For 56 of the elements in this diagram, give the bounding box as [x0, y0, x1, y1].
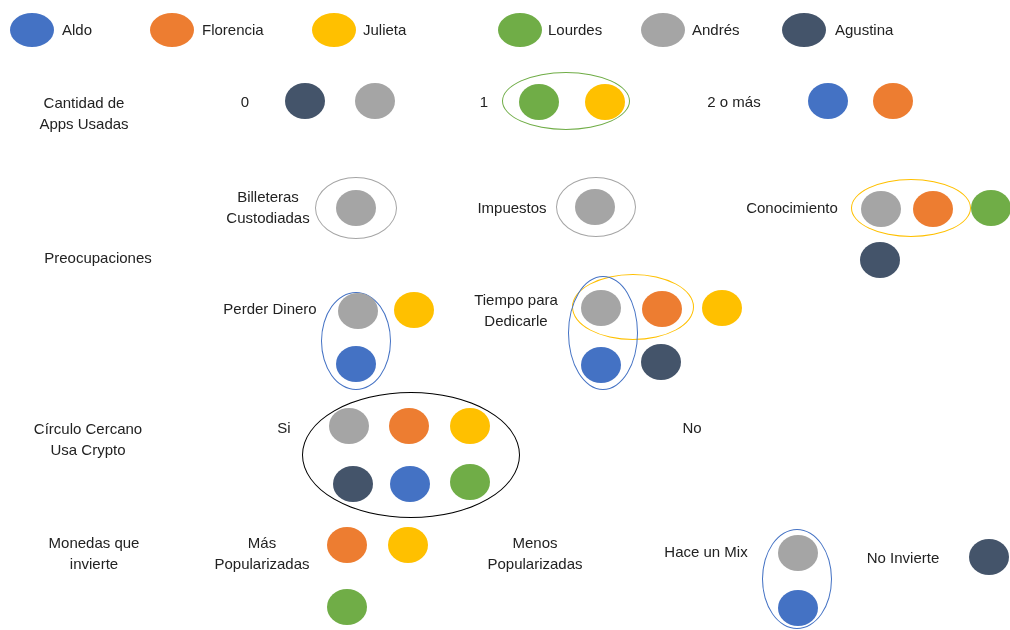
category-label: Perder Dinero	[222, 298, 318, 319]
person-dot	[971, 190, 1010, 226]
category-label: Tiempo para Dedicarle	[473, 290, 559, 331]
person-dot	[873, 83, 913, 119]
person-dot	[336, 346, 376, 382]
category-label: Billeteras Custodiadas	[225, 187, 311, 228]
category-label: Menos Popularizadas	[486, 533, 584, 574]
person-dot	[327, 527, 367, 563]
person-dot	[808, 83, 848, 119]
person-dot	[575, 189, 615, 225]
person-dot	[641, 344, 681, 380]
legend-label: Julieta	[363, 20, 407, 40]
person-dot	[778, 590, 818, 626]
category-label: Cantidad de Apps Usadas	[38, 93, 130, 134]
category-label: 0	[239, 91, 251, 112]
person-dot	[702, 290, 742, 326]
category-label: Si	[276, 417, 292, 438]
category-label: Conocimiento	[745, 197, 839, 218]
category-label: Preocupaciones	[43, 247, 153, 268]
category-label: Círculo Cercano Usa Crypto	[32, 419, 144, 460]
category-label: 2 o más	[706, 91, 762, 112]
person-dot	[585, 84, 625, 120]
person-dot	[581, 347, 621, 383]
category-label: Más Popularizadas	[213, 533, 311, 574]
legend-label: Agustina	[835, 20, 894, 40]
person-dot	[969, 539, 1009, 575]
category-label: Impuestos	[476, 197, 548, 218]
legend-label: Florencia	[202, 20, 264, 40]
category-label: No Invierte	[865, 547, 941, 568]
person-dot	[327, 589, 367, 625]
person-dot	[355, 83, 395, 119]
person-dot	[390, 466, 430, 502]
person-dot	[394, 292, 434, 328]
person-dot	[388, 527, 428, 563]
legend-label: Lourdes	[548, 20, 603, 40]
person-dot	[338, 293, 378, 329]
category-label: Hace un Mix	[663, 541, 749, 562]
person-dot	[333, 466, 373, 502]
person-dot	[336, 190, 376, 226]
person-dot	[329, 408, 369, 444]
person-dot	[581, 290, 621, 326]
category-label: Monedas que invierte	[47, 533, 141, 574]
person-dot	[285, 83, 325, 119]
category-label: 1	[478, 91, 490, 112]
person-dot	[642, 291, 682, 327]
person-dot	[778, 535, 818, 571]
person-dot	[450, 408, 490, 444]
person-dot	[519, 84, 559, 120]
legend-label: Aldo	[62, 20, 93, 40]
category-label: No	[681, 417, 703, 438]
legend-label: Andrés	[692, 20, 740, 40]
person-dot	[861, 191, 901, 227]
person-dot	[860, 242, 900, 278]
person-dot	[389, 408, 429, 444]
person-dot	[450, 464, 490, 500]
person-dot	[913, 191, 953, 227]
